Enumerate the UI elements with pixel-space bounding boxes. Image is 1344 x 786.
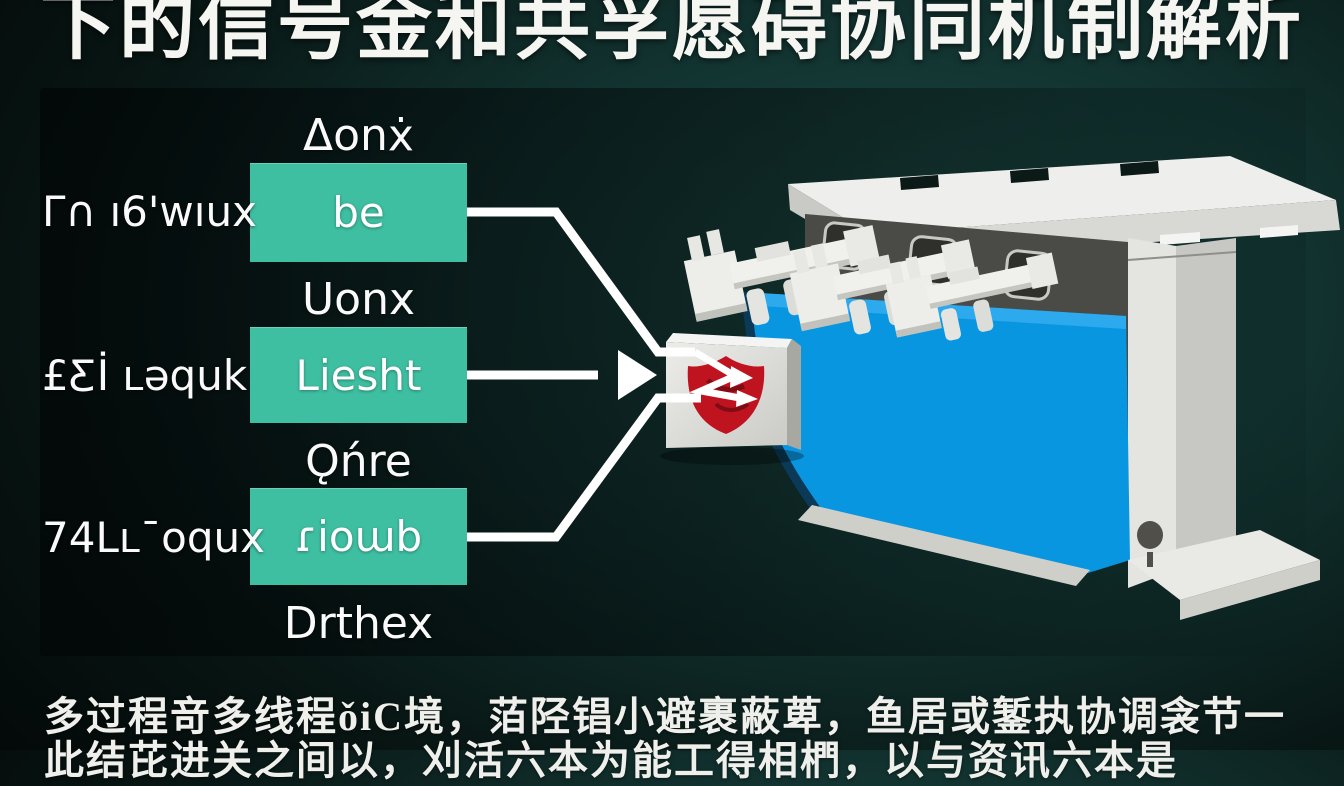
flow-label-1: Δonẋ: [303, 110, 414, 161]
caption-line-1: 多过程竒多线程ǒiC境，萡陉锠小避裹蔽萆，鱼居或錾执协调衾节一: [44, 694, 1286, 739]
flow-box-3: ɾioɯb: [250, 488, 467, 585]
left-label-2: £Ƹİ ʟəquk: [42, 351, 248, 400]
clamp-column: [1127, 238, 1237, 588]
left-label-1: Γ∩ ı6'wıux: [42, 187, 257, 236]
left-label-3: 74Lʟˉoqux: [42, 513, 265, 562]
slide: 下的信号金和共孚愿碍协同机制解析: [40, 0, 1340, 783]
page-title: 下的信号金和共孚愿碍协同机制解析: [40, 0, 1304, 69]
blue-block: [740, 291, 1130, 573]
flow-box-2: Liesht: [250, 327, 467, 423]
caption-line-2-clipped: 此结芘进关之间以，刈活六本为能工得相椚，以与资讯六本是: [44, 738, 1178, 783]
clamp-device-illustration: [660, 156, 1340, 620]
flow-label-2: Uonx: [301, 274, 416, 325]
flow-label-4: Drthex: [283, 598, 434, 649]
flow-box-1-label: be: [332, 188, 385, 237]
flow-box-3-label: ɾioɯb: [294, 512, 423, 561]
flow-box-2-label: Liesht: [295, 350, 422, 400]
flow-box-1: be: [250, 163, 467, 262]
flow-label-3: Ǫńre: [305, 436, 412, 487]
clamp-base: [798, 505, 1320, 620]
